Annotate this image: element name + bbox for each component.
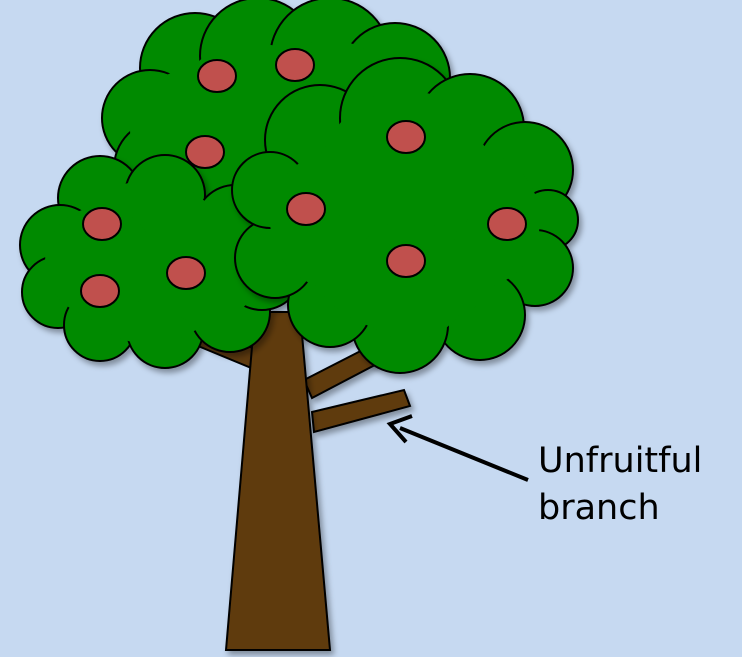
fruit — [386, 244, 426, 278]
callout-label: Unfruitful branch — [538, 438, 702, 532]
unfruitful-branch — [310, 388, 412, 434]
trunk — [224, 311, 332, 651]
fruit — [185, 135, 225, 169]
fruit — [386, 120, 426, 154]
callout-line-1: Unfruitful — [538, 441, 703, 481]
canopy-right — [231, 57, 579, 374]
arrow-icon — [386, 414, 529, 482]
fruit — [286, 192, 326, 226]
fruit — [80, 274, 120, 308]
fruit — [487, 207, 527, 241]
callout-line-2: branch — [538, 488, 660, 528]
fruit — [166, 256, 206, 290]
fruit — [82, 207, 122, 241]
fruit — [197, 59, 237, 93]
fruit — [275, 48, 315, 82]
